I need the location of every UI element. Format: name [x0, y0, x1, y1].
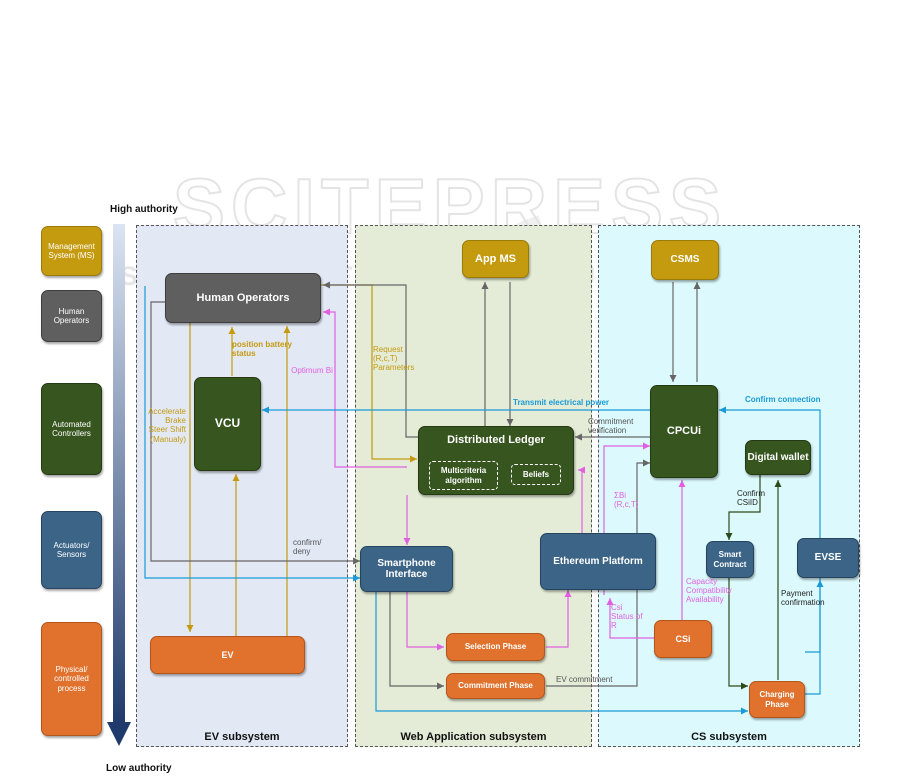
beliefs-box: Beliefs	[511, 464, 561, 485]
distributed-ledger-title: Distributed Ledger	[447, 434, 545, 446]
transmit-power-label: Transmit electrical power	[513, 398, 610, 407]
cpcui-box: CPCUi	[650, 385, 718, 478]
high-authority-label: High authority	[110, 204, 178, 215]
smartphone-interface-box: Smartphone Interface	[360, 546, 453, 592]
csi-status-label: Csi Status of R	[611, 603, 643, 631]
commitment-phase-box: Commitment Phase	[446, 673, 545, 699]
commitment-verification-label: Commitment verification	[588, 417, 634, 436]
accelerate-label: Accelerate Brake Steer Shift (Manualy)	[148, 407, 186, 444]
optimum-label: Optimum Bi	[291, 366, 333, 375]
low-authority-label: Low authority	[106, 763, 172, 774]
sigma-bi-label: ΣBi (R,c,T)	[614, 491, 639, 510]
charging-phase-box: Charging Phase	[749, 681, 805, 718]
cs-subsystem-title: CS subsystem	[691, 731, 767, 743]
web-subsystem-title: Web Application subsystem	[400, 731, 547, 743]
digital-wallet-box: Digital wallet	[745, 440, 811, 475]
csi-box: CSi	[654, 620, 712, 658]
legend-human-operators: Human Operators	[41, 290, 102, 342]
legend-management-system: Management System (MS)	[41, 226, 102, 276]
ev-commitment-label: EV commitment	[556, 675, 613, 684]
authority-arrow	[107, 224, 131, 746]
ev-box: EV	[150, 636, 305, 674]
confirm-csiid-label: Confirm CSiID	[737, 489, 766, 508]
csms-box: CSMS	[651, 240, 719, 280]
legend-physical-process: Physical/ controlled process	[41, 622, 102, 736]
ev-subsystem-title: EV subsystem	[204, 731, 280, 743]
request-label: Request (R,c,T) Parameters	[373, 345, 415, 373]
evse-box: EVSE	[797, 538, 859, 578]
multicriteria-algorithm-box: Multicriteria algorithm	[429, 461, 498, 490]
confirm-connection-label: Confirm connection	[745, 395, 821, 404]
vcu-box: VCU	[194, 377, 261, 471]
ethereum-platform-box: Ethereum Platform	[540, 533, 656, 590]
position-battery-label: position battery status	[232, 340, 293, 359]
distributed-ledger-box: Distributed Ledger Multicriteria algorit…	[418, 426, 574, 495]
payment-confirmation-label: Payment confirmation	[781, 589, 825, 608]
smart-contract-box: Smart Contract	[706, 541, 754, 578]
selection-phase-box: Selection Phase	[446, 633, 545, 661]
confirm-deny-label: confirm/ deny	[293, 538, 322, 557]
legend-automated-controllers: Automated Controllers	[41, 383, 102, 475]
capacity-label: Capacity Compatibility Availability	[686, 577, 732, 605]
app-ms-box: App MS	[462, 240, 529, 278]
human-operators-box: Human Operators	[165, 273, 321, 323]
legend-actuators-sensors: Actuators/ Sensors	[41, 511, 102, 589]
